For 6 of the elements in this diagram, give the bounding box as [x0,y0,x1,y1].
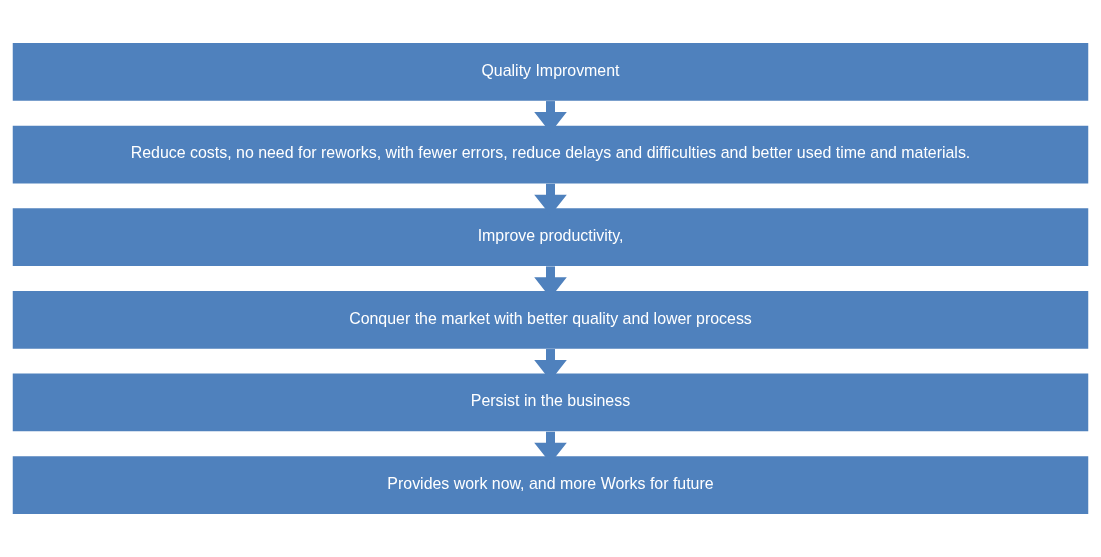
node-box: Reduce costs, no need for reworks, with fewer errors, reduce delays and difficulties and better used time and materials. [12,125,1089,184]
node-box: Persist in the business [12,373,1089,432]
node-box: Improve productivity, [12,208,1089,267]
node-box: Quality Improvment [12,43,1089,101]
node-box: Provides work now, and more Works for future [12,456,1089,514]
node-box: Conquer the market with better quality and lower process [12,290,1089,349]
